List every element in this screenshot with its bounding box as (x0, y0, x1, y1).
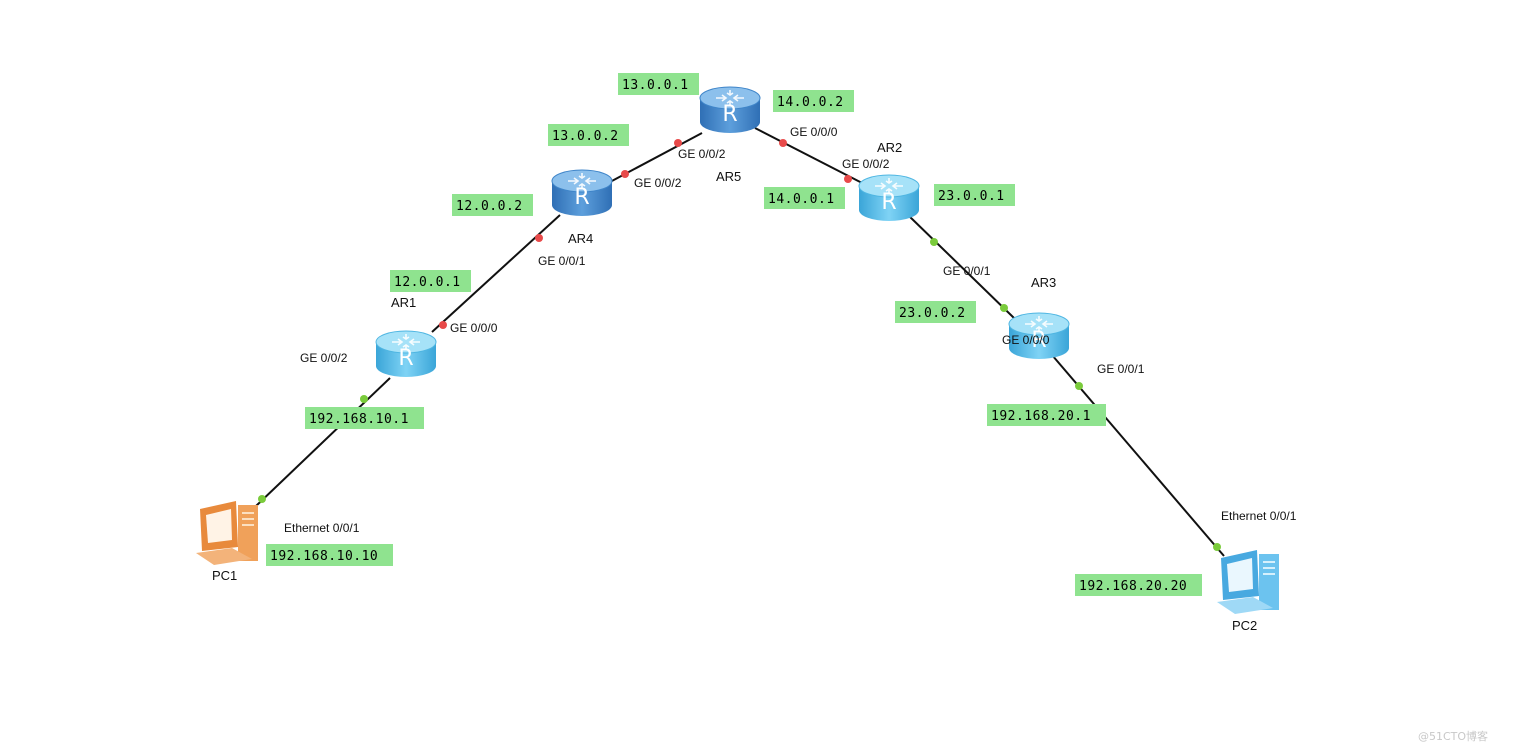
ip-label-ar5-a: 13.0.0.1 (618, 73, 699, 95)
device-name-ar2: AR2 (877, 140, 902, 155)
ip-label-pc2: 192.168.20.20 (1075, 574, 1202, 596)
router-icon (858, 174, 920, 222)
device-name-pc2: PC2 (1232, 618, 1257, 633)
link-pc1-ar1[interactable] (255, 377, 391, 507)
ip-labels: 13.0.0.1 14.0.0.2 13.0.0.2 12.0.0.2 12.0… (266, 73, 1202, 596)
pc-icon (196, 501, 258, 565)
ip-label-ar3-a: 23.0.0.2 (895, 301, 976, 323)
svg-text:192.168.10.10: 192.168.10.10 (270, 549, 378, 564)
router-ar2[interactable] (858, 174, 920, 222)
port-label-ar1-ge002: GE 0/0/2 (300, 351, 348, 365)
router-ar4[interactable] (551, 169, 613, 217)
port-label-ar5-ge002: GE 0/0/2 (678, 147, 726, 161)
router-ar5[interactable] (699, 86, 761, 134)
port-label-ar2-ge002: GE 0/0/2 (842, 157, 890, 171)
ip-label-ar4-a: 13.0.0.2 (548, 124, 629, 146)
port-dot-ar4-ge002 (621, 170, 629, 178)
svg-text:192.168.20.1: 192.168.20.1 (991, 409, 1091, 424)
ip-label-pc1: 192.168.10.10 (266, 544, 393, 566)
svg-text:23.0.0.1: 23.0.0.1 (938, 189, 1005, 204)
port-labels: Ethernet 0/0/1 GE 0/0/2 GE 0/0/0 GE 0/0/… (284, 125, 1297, 535)
port-label-ar3-ge000: GE 0/0/0 (1002, 333, 1050, 347)
device-name-ar4: AR4 (568, 231, 593, 246)
svg-text:14.0.0.1: 14.0.0.1 (768, 192, 835, 207)
port-label-pc1-eth: Ethernet 0/0/1 (284, 521, 360, 535)
port-dot-ar5-ge002 (674, 139, 682, 147)
device-name-ar3: AR3 (1031, 275, 1056, 290)
port-label-ar4-ge001: GE 0/0/1 (538, 254, 586, 268)
link-ar2-ar3[interactable] (907, 214, 1015, 319)
port-label-ar1-ge000: GE 0/0/0 (450, 321, 498, 335)
ip-label-ar2-a: 14.0.0.1 (764, 187, 845, 209)
router-icon (699, 86, 761, 134)
svg-text:13.0.0.2: 13.0.0.2 (552, 129, 619, 144)
port-label-ar5-ge000: GE 0/0/0 (790, 125, 838, 139)
port-dot-ar4-ge001 (535, 234, 543, 242)
ip-label-ar2-b: 23.0.0.1 (934, 184, 1015, 206)
ip-label-ar1-b: 192.168.10.1 (305, 407, 424, 429)
svg-text:13.0.0.1: 13.0.0.1 (622, 78, 689, 93)
svg-text:23.0.0.2: 23.0.0.2 (899, 306, 966, 321)
port-dot-pc1-eth (258, 495, 266, 503)
port-label-ar4-ge002: GE 0/0/2 (634, 176, 682, 190)
port-label-ar2-ge001: GE 0/0/1 (943, 264, 991, 278)
ip-label-ar4-b: 12.0.0.2 (452, 194, 533, 216)
pc-pc2[interactable] (1217, 550, 1279, 614)
port-dot-ar3-ge001 (1075, 382, 1083, 390)
port-dot-ar2-ge001 (930, 238, 938, 246)
pc-pc1[interactable] (196, 501, 258, 565)
port-dot-ar3-ge000 (1000, 304, 1008, 312)
device-name-pc1: PC1 (212, 568, 237, 583)
port-dot-ar1-ge002 (360, 395, 368, 403)
router-ar1[interactable] (375, 330, 437, 378)
device-names: AR5 AR4 AR1 AR2 AR3 PC1 PC2 (212, 140, 1257, 633)
ip-label-ar5-b: 14.0.0.2 (773, 90, 854, 112)
port-dot-ar2-ge002 (844, 175, 852, 183)
svg-text:192.168.20.20: 192.168.20.20 (1079, 579, 1187, 594)
svg-text:192.168.10.1: 192.168.10.1 (309, 412, 409, 427)
device-name-ar5: AR5 (716, 169, 741, 184)
device-name-ar1: AR1 (391, 295, 416, 310)
port-indicators (258, 139, 1221, 551)
ip-label-ar3-b: 192.168.20.1 (987, 404, 1106, 426)
pc-icon (1217, 550, 1279, 614)
svg-text:14.0.0.2: 14.0.0.2 (777, 95, 844, 110)
ip-label-ar1-a: 12.0.0.1 (390, 270, 471, 292)
port-dot-ar5-ge000 (779, 139, 787, 147)
router-icon (551, 169, 613, 217)
svg-text:12.0.0.1: 12.0.0.1 (394, 275, 461, 290)
port-label-ar3-ge001: GE 0/0/1 (1097, 362, 1145, 376)
svg-text:12.0.0.2: 12.0.0.2 (456, 199, 523, 214)
port-label-pc2-eth: Ethernet 0/0/1 (1221, 509, 1297, 523)
router-icon (375, 330, 437, 378)
port-dot-ar1-ge000 (439, 321, 447, 329)
watermark: @51CTO博客 (1418, 729, 1488, 743)
port-dot-pc2-eth (1213, 543, 1221, 551)
